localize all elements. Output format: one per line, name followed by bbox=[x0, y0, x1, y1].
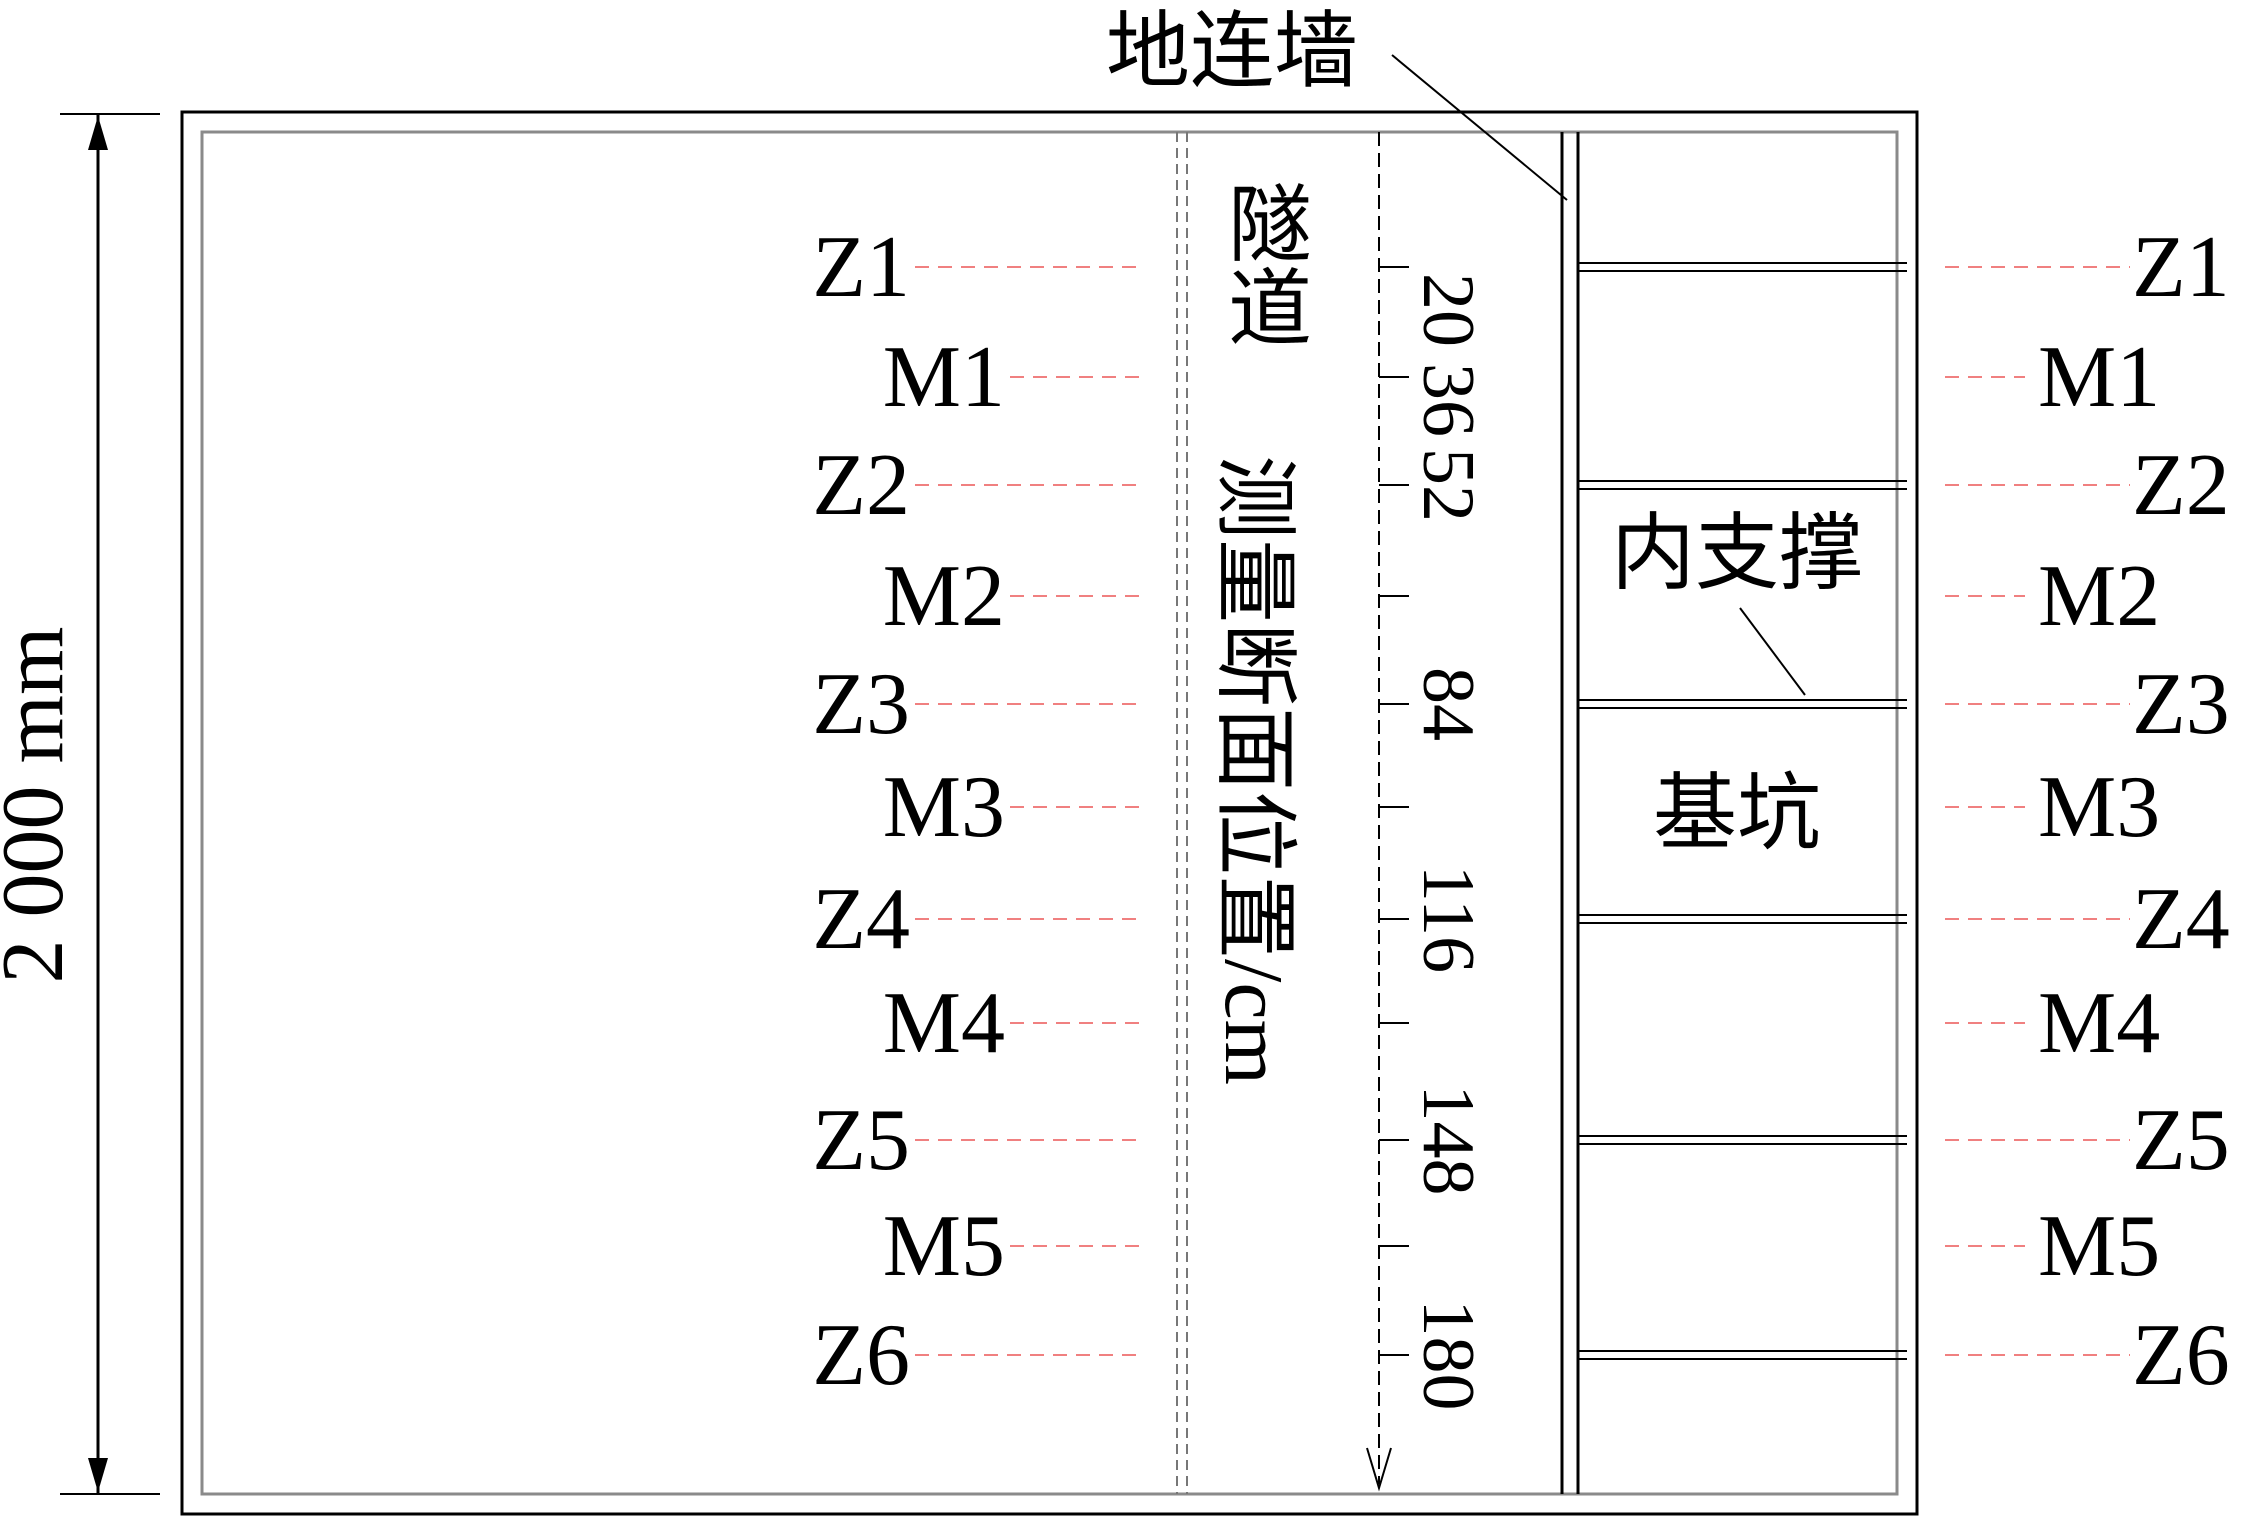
model-box-outer bbox=[180, 110, 1919, 1516]
right-marker-label: M4 bbox=[2038, 975, 2160, 1072]
model-box-inner bbox=[200, 130, 1899, 1496]
right-marker-label: M1 bbox=[2038, 329, 2160, 426]
internal-struts bbox=[1578, 262, 1907, 1360]
tick-label: 180 bbox=[1407, 1300, 1489, 1411]
pit-label: 基坑 bbox=[1653, 768, 1821, 861]
dimension-line bbox=[60, 113, 160, 1495]
right-marker-label: M2 bbox=[2038, 548, 2160, 645]
left-marker-label: Z3 bbox=[812, 656, 910, 753]
tick-label: 148 bbox=[1407, 1085, 1489, 1196]
tick-label: 116 bbox=[1407, 865, 1489, 973]
left-marker-label: Z6 bbox=[812, 1307, 910, 1404]
left-marker-label: Z5 bbox=[812, 1092, 910, 1189]
measurement-axis bbox=[1366, 132, 1392, 1492]
wall-label: 地连墙 bbox=[1106, 6, 1358, 99]
tick-label: 36 bbox=[1407, 363, 1489, 437]
left-marker-label: M5 bbox=[883, 1198, 1005, 1295]
dimension-label: 2 000 mm bbox=[0, 627, 82, 984]
right-marker-label: Z5 bbox=[2132, 1092, 2230, 1189]
diaphragm-wall bbox=[1560, 132, 1580, 1494]
left-marker-label: Z2 bbox=[812, 437, 910, 534]
marker-leader-lines bbox=[915, 266, 2130, 1356]
left-marker-label: M3 bbox=[883, 759, 1005, 856]
right-marker-label: Z6 bbox=[2132, 1307, 2230, 1404]
right-marker-label: Z3 bbox=[2132, 656, 2230, 753]
tunnel-label: 隧道 bbox=[1216, 180, 1309, 348]
strut-leader-line bbox=[1739, 607, 1806, 696]
right-marker-label: Z2 bbox=[2132, 437, 2230, 534]
tick-label: 20 bbox=[1407, 273, 1489, 347]
right-marker-label: Z4 bbox=[2132, 871, 2230, 968]
left-marker-label: Z1 bbox=[812, 219, 910, 316]
right-marker-label: M5 bbox=[2038, 1198, 2160, 1295]
wall-leader-line bbox=[1391, 54, 1568, 201]
section-label: 测量断面位置/cm bbox=[1207, 455, 1300, 1085]
left-marker-label: Z4 bbox=[812, 871, 910, 968]
tick-label: 84 bbox=[1407, 667, 1489, 741]
left-marker-label: M1 bbox=[883, 329, 1005, 426]
right-marker-label: M3 bbox=[2038, 759, 2160, 856]
left-marker-label: M2 bbox=[883, 548, 1005, 645]
tick-labels: 20 36 52 84 116 148 180 bbox=[1407, 273, 1489, 1411]
tick-label: 52 bbox=[1407, 448, 1489, 522]
right-marker-label: Z1 bbox=[2132, 219, 2230, 316]
tunnel-boundary bbox=[1176, 132, 1188, 1494]
strut-label: 内支撑 bbox=[1611, 508, 1863, 601]
left-marker-label: M4 bbox=[883, 975, 1005, 1072]
axis-ticks bbox=[1379, 266, 1409, 1356]
